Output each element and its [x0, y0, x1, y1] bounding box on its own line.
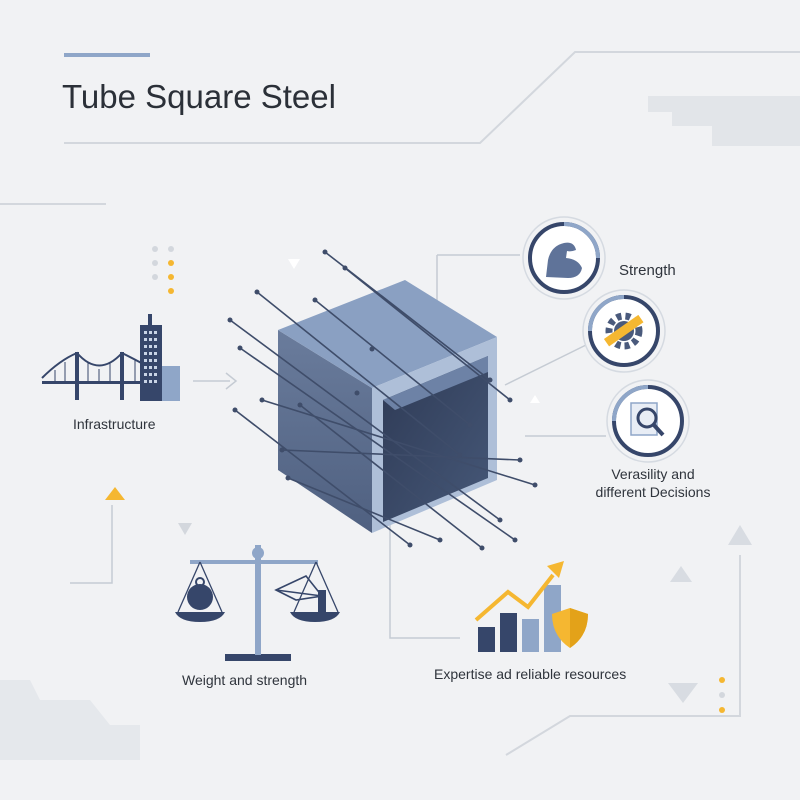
versatility-label-line1: Verasility and — [611, 466, 695, 482]
title-accent-bar — [64, 53, 150, 57]
expertise-label: Expertise ad reliable resources — [434, 666, 627, 682]
weight-strength-label: Weight and strength — [182, 672, 308, 688]
versatility-label-line2: different Decisions — [595, 484, 711, 500]
infrastructure-label: Infrastructure — [73, 416, 156, 432]
yellow-triangle-marker — [105, 487, 125, 500]
dot-cluster-right — [719, 677, 725, 713]
strength-label: Strength — [619, 262, 676, 279]
tube-top-face — [278, 280, 497, 388]
truss-beam — [274, 575, 324, 601]
flexed-arm-icon — [522, 216, 606, 300]
dot-cluster-left — [152, 246, 174, 294]
weight-ball — [187, 584, 213, 610]
growth-chart-icon — [474, 561, 564, 652]
tube-motion-lines — [229, 251, 536, 549]
bridge-icon — [41, 351, 155, 400]
gear-ruler-icon — [582, 289, 666, 373]
shield-icon — [552, 608, 588, 648]
balance-scale-icon — [175, 545, 340, 661]
page-title: Tube Square Steel — [62, 78, 336, 115]
tube-motion-dots — [227, 249, 538, 551]
magnifier-document-icon — [606, 379, 690, 463]
square-steel-tube — [227, 249, 538, 551]
background-decoration — [0, 51, 800, 760]
connector-lines — [193, 254, 606, 639]
tube-left-face — [278, 330, 372, 533]
skyscraper-icon — [140, 314, 180, 401]
